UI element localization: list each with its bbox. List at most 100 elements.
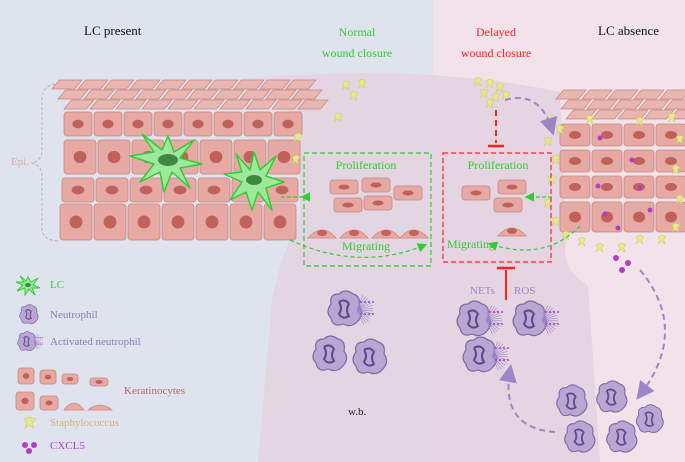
migrating-label-right: Migrating bbox=[447, 237, 495, 251]
proliferating-keratinocytes-right bbox=[461, 179, 527, 213]
legend-cxcl5-icon bbox=[22, 442, 37, 454]
keratinocyte bbox=[623, 201, 655, 233]
legend-keratinocyte-icons bbox=[15, 367, 114, 411]
flattened-keratinocyte bbox=[103, 79, 135, 90]
keratinocyte bbox=[195, 203, 229, 241]
flattened-keratinocyte bbox=[233, 79, 265, 90]
neutrophil bbox=[352, 338, 388, 375]
staphylococcus bbox=[485, 78, 495, 89]
flattened-keratinocyte bbox=[161, 89, 193, 100]
flattened-keratinocyte bbox=[141, 99, 173, 110]
keratinocyte bbox=[199, 139, 233, 175]
flattened-keratinocyte bbox=[63, 99, 95, 110]
flattened-keratinocyte bbox=[155, 79, 187, 90]
legend-cxcl5-label: CXCL5 bbox=[50, 440, 85, 452]
flattened-keratinocyte bbox=[83, 89, 115, 100]
staphylococcus-free bbox=[291, 76, 511, 165]
cxcl5-dot bbox=[597, 135, 603, 141]
keratinocyte bbox=[129, 177, 163, 203]
staphylococcus-cluster bbox=[543, 112, 685, 253]
flattened-keratinocyte bbox=[607, 89, 639, 100]
keratinocyte bbox=[123, 111, 153, 137]
proliferation-label-left: Proliferation bbox=[335, 158, 397, 172]
keratinocyte bbox=[89, 377, 109, 387]
keratinocyte bbox=[127, 203, 161, 241]
staphylococcus bbox=[479, 88, 489, 99]
legend-neutrophil-label: Neutrophil bbox=[50, 309, 98, 321]
flattened-keratinocyte bbox=[560, 99, 592, 110]
migrating-keratinocyte bbox=[307, 229, 337, 239]
migrating-keratinocyte bbox=[339, 229, 369, 239]
activated-neutrophil-group bbox=[456, 300, 559, 373]
neutrophil bbox=[635, 404, 664, 433]
neutrophil bbox=[606, 420, 638, 453]
epi-brace bbox=[30, 83, 59, 242]
neutrophil-group-incoming bbox=[556, 380, 664, 453]
flattened-keratinocyte bbox=[265, 89, 297, 100]
keratinocyte bbox=[591, 175, 623, 199]
staphylococcus bbox=[555, 124, 565, 135]
staphylococcus bbox=[495, 82, 505, 93]
staphylococcus bbox=[473, 76, 483, 87]
keratinocyte bbox=[61, 373, 79, 385]
cxcl5-dot bbox=[637, 185, 643, 191]
flattened-keratinocyte bbox=[291, 89, 323, 100]
neutrophil bbox=[556, 384, 588, 417]
legend-lc-icon bbox=[15, 275, 41, 297]
keratinocyte bbox=[93, 111, 123, 137]
flattened-keratinocyte bbox=[77, 79, 109, 90]
staphylococcus bbox=[547, 174, 557, 185]
migrating-label-left: Migrating bbox=[342, 239, 390, 253]
legend-keratinocytes-label: Keratinocytes bbox=[124, 385, 186, 397]
ros-label: ROS bbox=[514, 285, 536, 297]
keratinocyte bbox=[559, 201, 591, 233]
flattened-keratinocyte bbox=[219, 99, 251, 110]
staphylococcus bbox=[617, 242, 627, 253]
flattened-keratinocyte bbox=[109, 89, 141, 100]
normal-wound-closure-line2: wound closure bbox=[321, 46, 393, 60]
migration-arrow-left bbox=[289, 239, 428, 258]
staphylococcus bbox=[333, 112, 343, 123]
staphylococcus bbox=[561, 230, 571, 241]
keratinocyte bbox=[61, 177, 95, 203]
staphylococcus bbox=[291, 154, 301, 165]
flattened-keratinocyte bbox=[57, 89, 89, 100]
staphylococcus bbox=[635, 116, 645, 127]
flattened-keratinocyte bbox=[187, 89, 219, 100]
neutrophil-group-wound-bed bbox=[312, 290, 388, 375]
lc-present-header: LC present bbox=[84, 23, 142, 38]
flattened-keratinocyte bbox=[612, 99, 644, 110]
activated-neutrophil bbox=[17, 331, 43, 351]
legend-activated-neutrophil-icon bbox=[17, 331, 43, 351]
flattened-keratinocyte bbox=[581, 89, 613, 100]
activated-neutrophil bbox=[512, 300, 559, 337]
keratinocyte bbox=[393, 185, 423, 201]
flattened-keratinocyte bbox=[285, 79, 317, 90]
keratinocyte bbox=[243, 111, 273, 137]
keratinocyte bbox=[559, 175, 591, 199]
staphylococcus bbox=[551, 216, 561, 227]
langerhans-cell bbox=[223, 151, 285, 211]
staphylococcus bbox=[635, 234, 645, 245]
keratinocyte bbox=[623, 149, 655, 173]
flattened-keratinocyte bbox=[659, 89, 685, 100]
keratinocyte bbox=[591, 149, 623, 173]
langerhans-cell bbox=[129, 133, 203, 193]
wound-bed-label: w.b. bbox=[348, 406, 367, 418]
cxcl5-dots bbox=[613, 255, 631, 273]
staphylococcus bbox=[675, 134, 685, 145]
keratinocyte bbox=[153, 111, 183, 137]
keratinocyte bbox=[363, 195, 393, 211]
staphylococcus bbox=[485, 98, 495, 109]
flattened-keratinocyte bbox=[643, 109, 675, 120]
staphylococcus bbox=[341, 80, 351, 91]
staphylococcus bbox=[349, 90, 359, 101]
keratinocyte bbox=[63, 139, 97, 175]
keratinocyte bbox=[39, 369, 57, 385]
flattened-keratinocyte bbox=[271, 99, 303, 110]
flattened-keratinocyte bbox=[297, 99, 329, 110]
keratinocyte bbox=[559, 123, 591, 147]
cxcl5-dot bbox=[647, 207, 653, 213]
keratinocyte bbox=[333, 197, 363, 213]
right-epidermis bbox=[555, 89, 685, 233]
